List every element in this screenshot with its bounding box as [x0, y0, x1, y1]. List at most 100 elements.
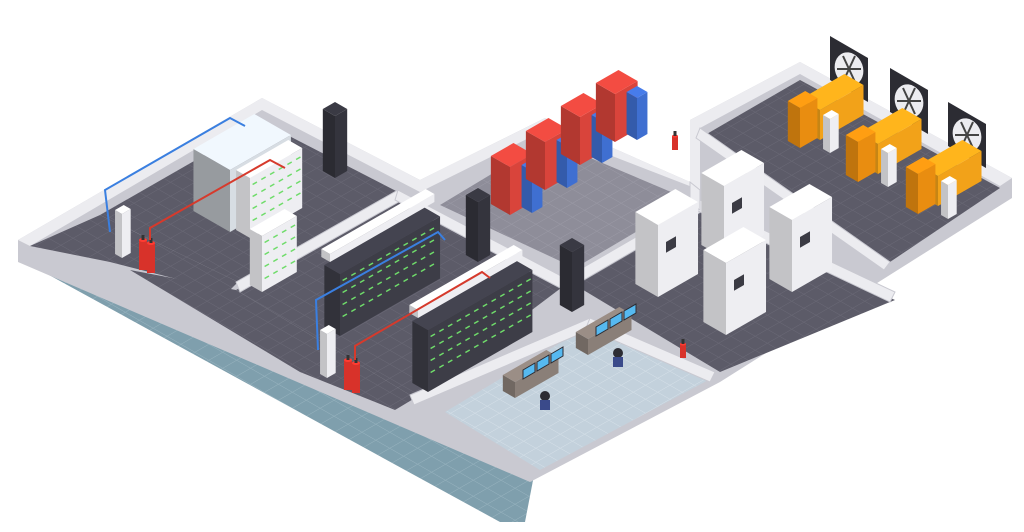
server-status-light	[473, 308, 479, 313]
server-status-light	[272, 270, 279, 275]
server-status-light	[272, 234, 279, 239]
generator-panel	[823, 110, 839, 153]
generator-control-box	[787, 91, 818, 148]
ups-unit-top-face	[525, 118, 568, 142]
server-status-light	[447, 347, 453, 352]
server-status-light	[394, 271, 400, 276]
server-status-light	[290, 260, 296, 265]
server-status-light	[359, 303, 365, 308]
server-status-light	[429, 239, 435, 244]
server-status-light	[482, 339, 488, 344]
office-chair	[613, 357, 623, 367]
cooling-unit	[703, 227, 767, 335]
server-status-light	[359, 279, 365, 284]
blue-pipe	[103, 116, 246, 233]
server-status-light	[394, 283, 400, 288]
server-status-light	[269, 171, 275, 176]
generator-control-box	[905, 157, 936, 214]
server-status-light	[350, 296, 357, 301]
cooling-unit-left-face	[635, 212, 658, 297]
server-status-light	[287, 173, 293, 178]
server-status-light	[456, 342, 462, 347]
server-status-light	[260, 200, 267, 205]
ups-unit-left-face	[490, 156, 510, 215]
server-rack-row-top-face	[412, 261, 533, 330]
server-status-light	[429, 227, 435, 232]
server-status-light	[465, 313, 471, 318]
server-status-light	[269, 195, 275, 200]
server-status-light	[252, 205, 258, 210]
generator-panel-top-face	[823, 110, 839, 119]
server-status-light	[394, 259, 400, 264]
cooling-unit-top-face	[701, 150, 765, 186]
white-server-rack-top-face	[249, 209, 297, 236]
monitor	[522, 362, 536, 380]
cooling-unit-right-face	[726, 240, 767, 335]
server-status-light	[411, 273, 417, 278]
black-cabinet-right-face	[478, 195, 491, 262]
tall-black-cabinet	[322, 102, 348, 178]
cooling-duct-right-face	[330, 194, 435, 262]
cooling-unit-top-face	[703, 227, 767, 263]
monitor	[550, 346, 564, 364]
server-status-light	[411, 249, 417, 254]
black-cabinet-right-face	[572, 245, 585, 312]
server-status-light	[385, 288, 391, 293]
ups-unit-top-face	[560, 93, 603, 117]
office-chair	[540, 400, 550, 410]
operator	[613, 348, 623, 358]
black-cabinet	[559, 238, 585, 312]
server-status-light	[264, 251, 270, 256]
generator-control-box-left-face	[905, 167, 918, 214]
fire-control-panel	[320, 325, 336, 378]
server-status-light	[350, 308, 357, 313]
server-rack-row	[324, 207, 441, 336]
server-status-light	[456, 330, 462, 335]
ups-unit-left-face	[595, 83, 615, 142]
fire-extinguisher	[672, 131, 678, 150]
server-status-light	[438, 340, 445, 345]
server-status-light	[447, 323, 453, 328]
left-strip-floor	[130, 270, 415, 410]
server-status-light	[350, 284, 357, 289]
white-server-rack-row-left-face	[236, 170, 250, 238]
generator-panel-left-face	[941, 181, 948, 219]
server-status-light	[465, 337, 471, 342]
control-desk-left-face	[502, 375, 515, 398]
server-status-light	[430, 357, 436, 362]
white-server-rack-row-top-face	[236, 140, 303, 178]
generator-panel-right-face	[888, 148, 897, 187]
equipment-layer	[115, 36, 986, 410]
server-status-light	[295, 180, 301, 185]
server-status-light	[290, 224, 296, 229]
server-status-light	[499, 329, 505, 334]
fire-control-panel-top-face	[115, 205, 131, 214]
generator-panel-top-face	[941, 176, 957, 185]
server-status-light	[281, 265, 287, 270]
cold-aisle-containment-left-face	[193, 149, 230, 232]
server-status-light	[264, 263, 270, 268]
server-status-light	[269, 207, 275, 212]
server-status-light	[264, 239, 270, 244]
server-status-light	[429, 251, 435, 256]
black-cabinet-top-face	[465, 188, 491, 202]
server-status-light	[508, 300, 514, 305]
server-status-light	[482, 315, 488, 320]
operator	[540, 391, 550, 401]
cold-aisle-containment-top-face	[193, 114, 291, 170]
blue-pipe-server	[314, 230, 446, 351]
cooling-unit-left-face	[703, 250, 726, 335]
server-status-light	[385, 252, 391, 257]
cooling-duct-top-face	[409, 245, 523, 310]
server-status-light	[287, 161, 293, 166]
generator-panel-right-face	[948, 180, 957, 219]
fire-extinguisher-cylinder	[139, 235, 147, 270]
server-status-light	[482, 327, 488, 332]
white-server-rack-row-right-face	[250, 148, 303, 238]
white-server-rack-row	[236, 140, 303, 238]
server-status-light	[508, 324, 514, 329]
server-status-light	[525, 290, 532, 295]
server-status-light	[465, 349, 471, 354]
red-pipe-server	[354, 270, 491, 360]
